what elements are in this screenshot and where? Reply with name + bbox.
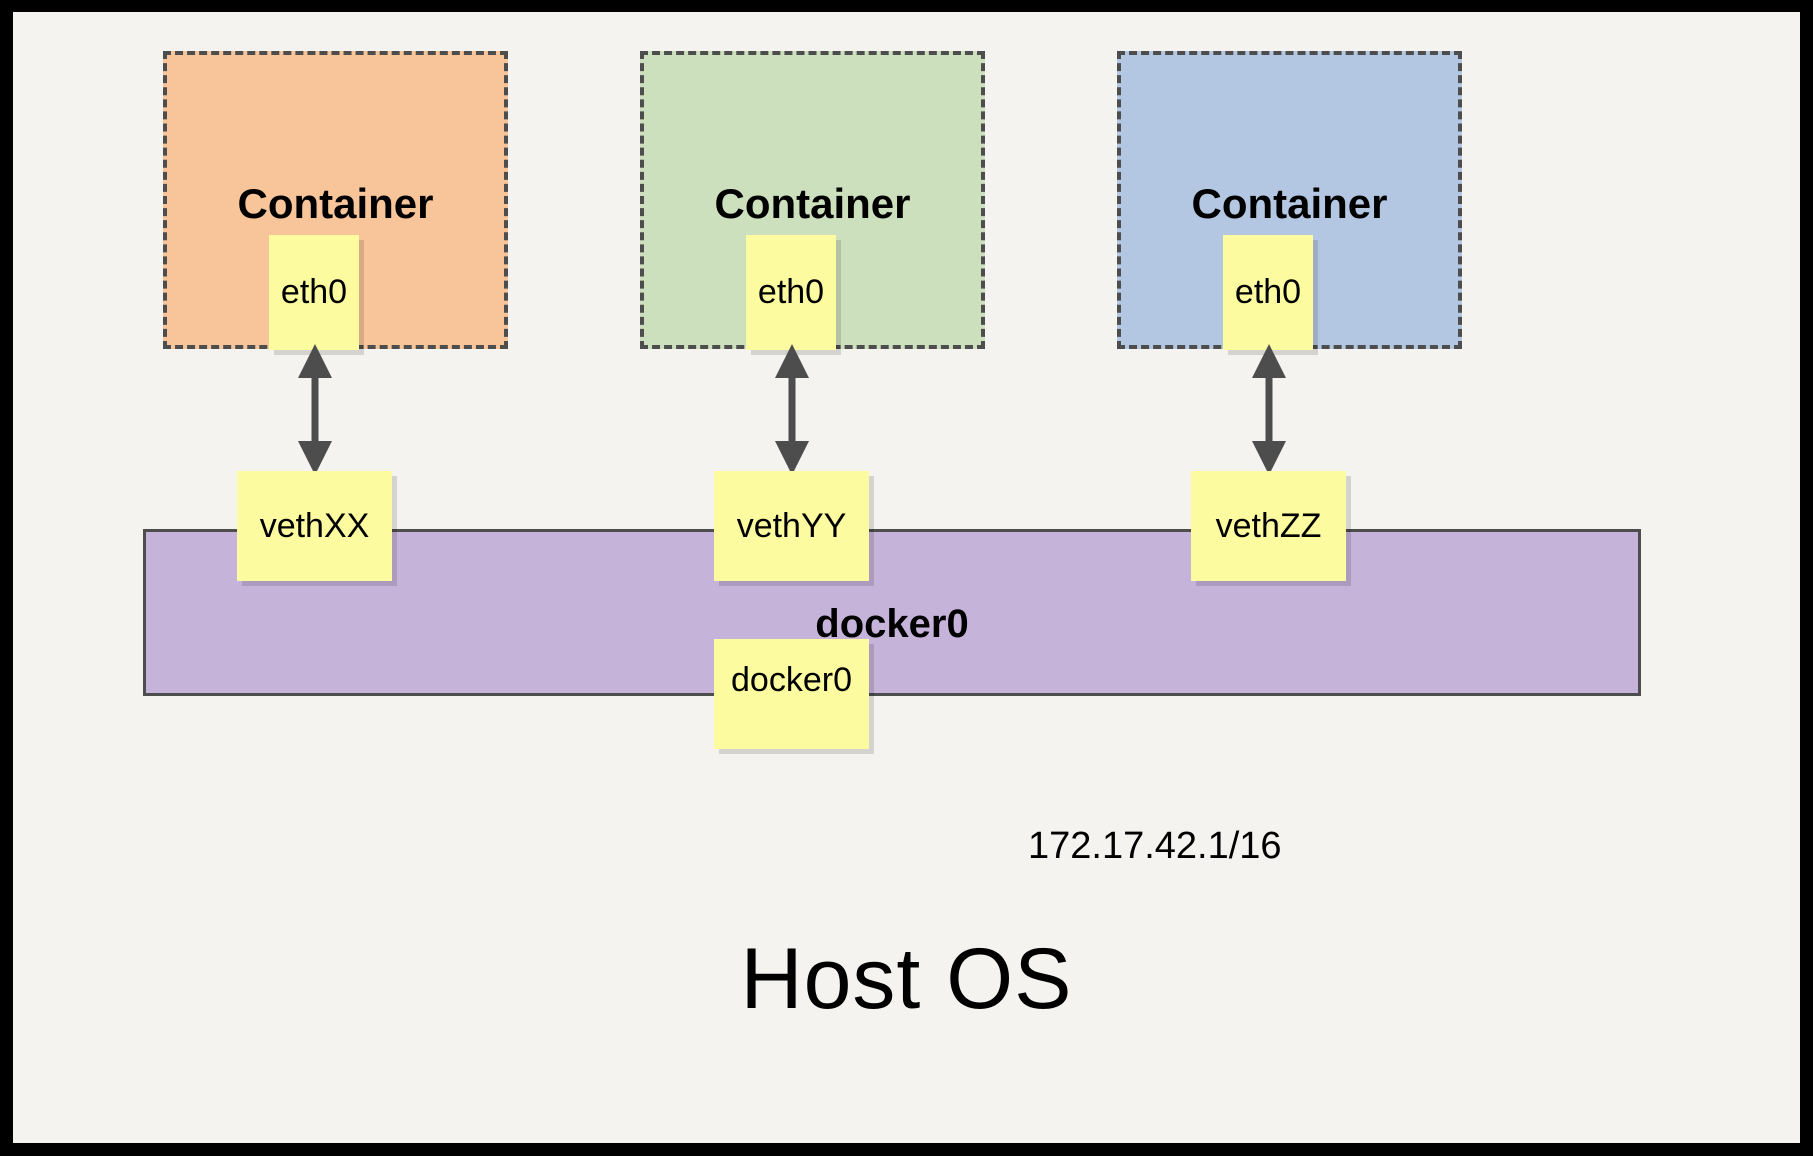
link-arrow-2: [775, 344, 809, 475]
veth-box-1: vethXX: [237, 471, 392, 581]
veth-box-3: vethZZ: [1191, 471, 1346, 581]
veth-label-3: vethZZ: [1215, 506, 1322, 545]
eth0-label-2: eth0: [757, 273, 825, 311]
veth-label-1: vethXX: [259, 506, 370, 545]
container-title-2: Container: [714, 180, 911, 227]
container-title-3: Container: [1191, 180, 1388, 227]
docker0-bridge-label: docker0: [815, 602, 969, 646]
eth0-box-2: eth0: [746, 235, 836, 350]
link-arrow-1: [298, 344, 332, 475]
docker0-interface-label: docker0: [731, 661, 852, 699]
docker0-ip-label: 172.17.42.1/16: [1028, 825, 1282, 867]
link-arrow-3: [1252, 344, 1286, 475]
eth0-box-3: eth0: [1223, 235, 1313, 350]
docker0-bridge: docker0: [143, 529, 1641, 696]
veth-box-2: vethYY: [714, 471, 869, 581]
host-os-label: Host OS: [740, 931, 1073, 1027]
container-title-1: Container: [237, 180, 434, 227]
eth0-label-3: eth0: [1234, 273, 1302, 311]
veth-label-2: vethYY: [736, 506, 847, 545]
diagram-stage: Container eth0 Container eth0 Container …: [13, 12, 1800, 1143]
docker0-interface-box: docker0: [714, 639, 869, 749]
eth0-box-1: eth0: [269, 235, 359, 350]
eth0-label-1: eth0: [280, 273, 348, 311]
